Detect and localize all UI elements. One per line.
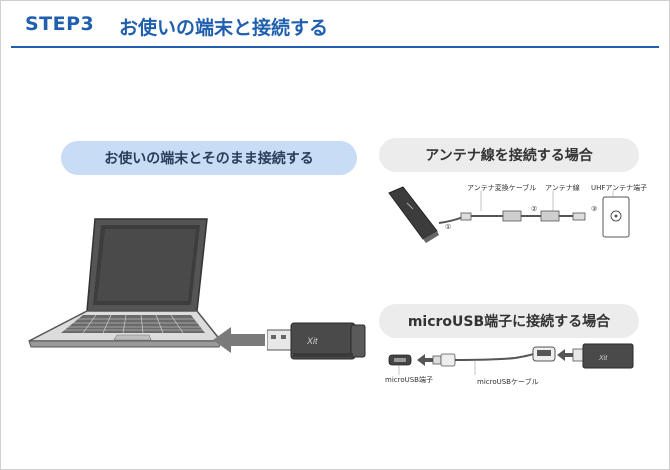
antenna-connect-heading: アンテナ線を接続する場合 bbox=[379, 138, 639, 172]
adapter-cable-label: アンテナ変換ケーブル bbox=[467, 184, 537, 192]
uhf-terminal-label: UHFアンテナ端子 bbox=[591, 184, 648, 192]
device-logo: Xit bbox=[306, 336, 318, 346]
arrow-left-icon bbox=[213, 327, 265, 353]
page-title: お使いの端末と接続する bbox=[119, 17, 329, 39]
step-number: STEP3 bbox=[25, 13, 95, 35]
antenna-diagram: ① ② ③ bbox=[388, 186, 630, 243]
header-underline bbox=[11, 46, 659, 48]
usb-tuner-device: Xit bbox=[267, 322, 366, 360]
microusb-diagram: Xit bbox=[388, 343, 634, 375]
microusb-connect-heading: microUSB端子に接続する場合 bbox=[379, 304, 639, 338]
microusb-cable-label: microUSBケーブル bbox=[477, 378, 539, 386]
microusb-device-logo: Xit bbox=[598, 355, 608, 362]
step-3-marker: ③ bbox=[591, 205, 597, 213]
direct-connect-heading: お使いの端末とそのまま接続する bbox=[61, 141, 357, 175]
microusb-port-label: microUSB端子 bbox=[385, 376, 433, 384]
step-2-marker: ② bbox=[531, 205, 537, 213]
antenna-wire-label: アンテナ線 bbox=[545, 184, 580, 192]
step-1-marker: ① bbox=[445, 223, 451, 231]
page-header: STEP3 お使いの端末と接続する bbox=[1, 1, 669, 48]
laptop-illustration bbox=[28, 218, 221, 348]
